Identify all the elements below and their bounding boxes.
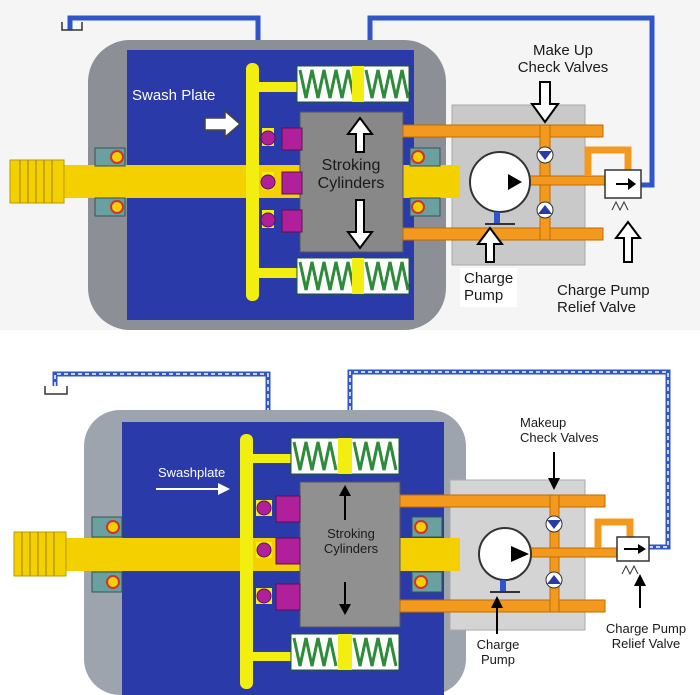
charge-label-line-1: Charge (476, 637, 520, 652)
arrow-icon (339, 485, 351, 615)
charge-label-line-2: Pump (481, 651, 515, 667)
stroking-label-line-2: Cylinders (323, 540, 379, 556)
working-lines (402, 124, 632, 241)
relief-drain-line (347, 369, 671, 550)
makeup-label-line-1: Make Up (532, 42, 594, 59)
makeup-check-valves-label: Makeup Check Valves (520, 415, 630, 446)
relief-label-line-1: Charge Pump (605, 621, 687, 636)
pump-symbol-icon (469, 151, 531, 225)
arrow-icon (530, 81, 560, 124)
bearing-icon (91, 516, 443, 593)
pump-symbol-icon (478, 527, 532, 593)
relief-drain-line (367, 15, 655, 188)
stroking-label-line-1: Stroking (327, 526, 375, 541)
pistons (256, 495, 301, 611)
pistons (260, 127, 303, 233)
case-drain-line (52, 371, 271, 424)
case-drain-line (67, 15, 261, 48)
spring-icon (290, 633, 400, 671)
spline-ridges (21, 532, 55, 576)
swash-plate-label: Swashplate (158, 465, 226, 480)
check-valve-icon (536, 146, 554, 219)
check-valve-icon (545, 515, 563, 589)
arrow-icon (346, 199, 374, 250)
arrow-icon (476, 226, 504, 263)
stroking-label-line-2: Cylinders (317, 175, 385, 193)
swash-lower-arm (259, 268, 301, 278)
stroking-cylinders-label: Stroking Cylinders (305, 157, 397, 194)
swash-upper-arm (259, 82, 301, 92)
working-lines (399, 494, 634, 613)
swash-plate (240, 434, 253, 689)
top-diagram-panel: Swash Plate Make Up Check Valves Strokin… (0, 0, 700, 330)
relief-valve-label: Charge Pump Relief Valve (598, 621, 694, 652)
arrow-icon (346, 116, 374, 153)
arrow-icon (491, 452, 646, 634)
arrow-icon (614, 220, 642, 263)
swash-plate (246, 63, 259, 301)
stroking-label-line-1: Stroking (321, 157, 381, 174)
charge-label-line-1: Charge (464, 270, 514, 287)
arrow-icon (156, 483, 230, 495)
bottom-diagram-panel: Swashplate Makeup Check Valves Stroking … (0, 342, 700, 695)
swash-plate-label: Swash Plate (132, 87, 216, 104)
relief-label-line-1: Charge Pump (557, 282, 650, 299)
makeup-label-line-2: Check Valves (520, 429, 599, 445)
relief-valve-icon (616, 536, 650, 576)
makeup-label-line-1: Makeup (520, 415, 567, 430)
spline-shaft-icon (9, 159, 65, 204)
spring-icon (290, 437, 400, 475)
spring-icon (296, 65, 410, 103)
tank-icon (61, 22, 83, 31)
spring-icon (296, 257, 410, 295)
makeup-label-line-2: Check Valves (517, 59, 609, 77)
arrow-icon (204, 109, 242, 139)
charge-pump-label: Charge Pump (460, 268, 518, 307)
charge-pump-label: Charge Pump (470, 637, 526, 668)
cylinder-block (299, 111, 404, 253)
relief-valve-label: Charge Pump Relief Valve (557, 282, 650, 317)
swash-lower-arm (253, 652, 295, 661)
makeup-check-valves-label: Make Up Check Valves (503, 42, 623, 77)
spline-ridges (19, 160, 53, 203)
bottom-pump-schematic (13, 369, 671, 695)
relief-label-line-2: Relief Valve (611, 635, 681, 651)
top-pump-schematic (9, 15, 655, 330)
tank-icon (44, 386, 68, 395)
relief-valve-icon (604, 169, 642, 212)
charge-label-line-2: Pump (464, 287, 504, 305)
stroking-cylinders-label: Stroking Cylinders (305, 526, 397, 557)
swash-upper-arm (253, 454, 295, 463)
relief-label-line-2: Relief Valve (557, 299, 636, 317)
bearing-icon (94, 147, 441, 217)
